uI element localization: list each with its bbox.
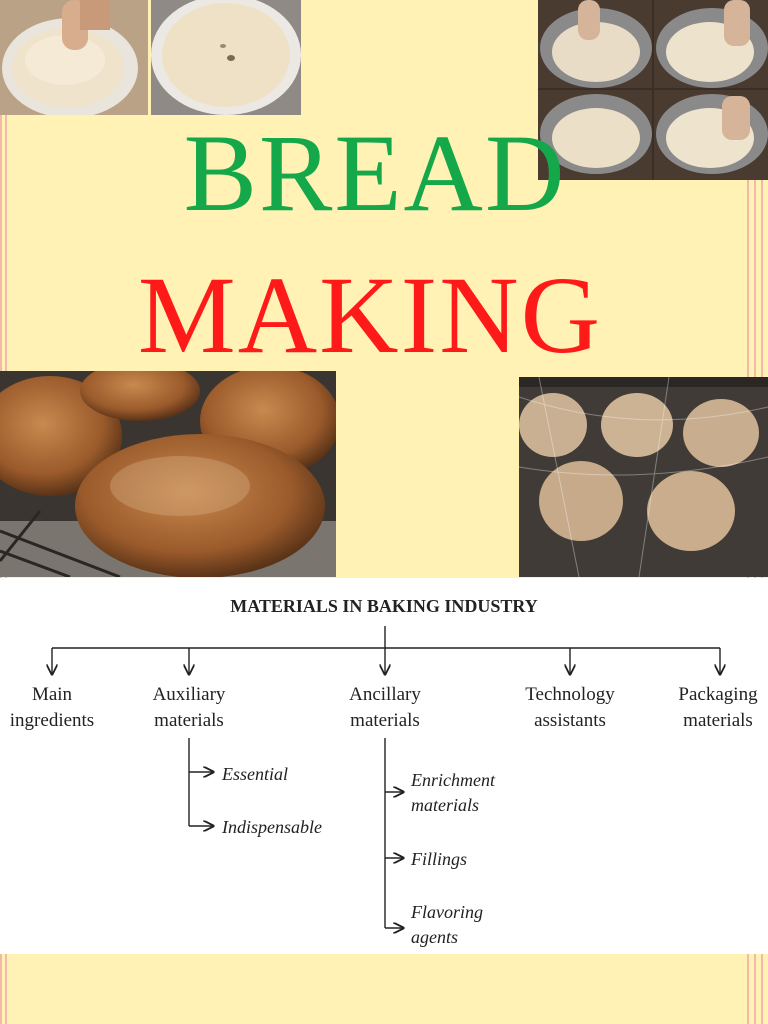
title-making: MAKING (137, 254, 603, 376)
title-bread: BREAD (183, 112, 567, 234)
category-ancillary-materials: Ancillary materials (349, 684, 421, 731)
dough-poke-photo-1 (0, 0, 148, 115)
ancillary-item-fillings: Fillings (411, 849, 468, 869)
category-auxiliary-materials: Auxiliary materials (152, 684, 226, 731)
materials-diagram: MATERIALS IN BAKING INDUSTRY Main ingred… (0, 578, 768, 954)
auxiliary-item-indispensable: Indispensable (222, 817, 322, 837)
proofing-dough-balls-photo (519, 377, 768, 577)
category-main-ingredients: Main ingredients (9, 684, 95, 731)
auxiliary-item-essential: Essential (222, 764, 288, 784)
sourdough-loaves-photo (0, 371, 336, 577)
ancillary-item-flavoring: Flavoring agents (411, 902, 483, 948)
ancillary-item-enrichment: Enrichment materials (411, 770, 495, 816)
dough-poke-photo-2 (151, 0, 301, 115)
stretch-fold-photo-grid (538, 0, 768, 180)
category-packaging-materials: Packaging materials (678, 684, 758, 731)
diagram-connectors (0, 626, 768, 954)
diagram-title: MATERIALS IN BAKING INDUSTRY (230, 596, 538, 616)
category-technology-assistants: Technology assistants (525, 684, 615, 731)
